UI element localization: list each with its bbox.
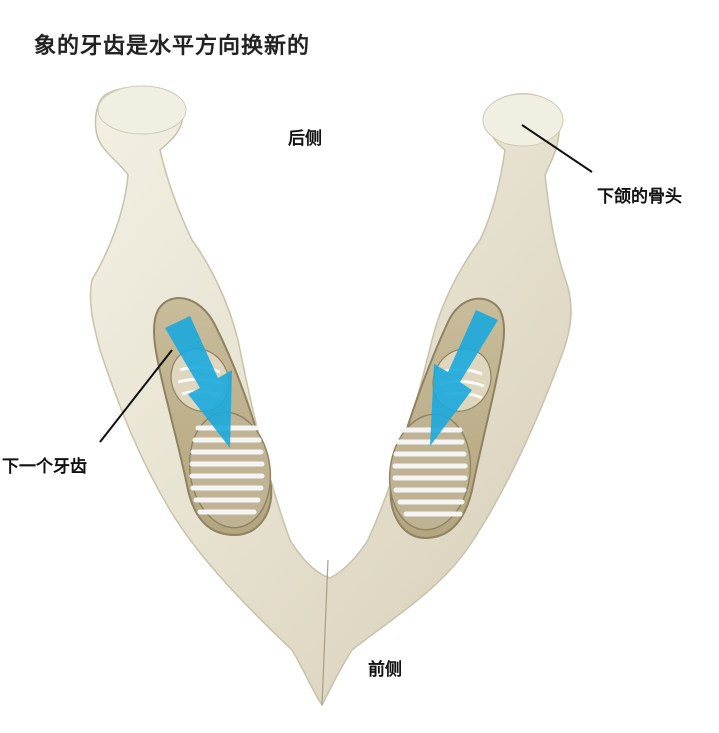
right-arrow-icon [430,310,498,446]
leader-line-jaw-bone [521,124,593,173]
label-jaw-bone: 下颌的骨头 [597,187,682,207]
symphysis-line [321,559,329,706]
page-title: 象的牙齿是水平方向换新的 [34,34,311,59]
left-tooth-group [153,297,273,537]
label-back-side: 后侧 [288,129,322,149]
jaw-bone [89,86,572,707]
label-next-tooth: 下一个牙齿 [2,457,87,477]
left-condyle [97,85,187,135]
leader-line-next-tooth [99,349,173,443]
label-front-side: 前侧 [368,660,402,680]
right-condyle [482,93,564,147]
left-current-tooth [188,411,272,529]
left-arrow-icon [165,316,232,448]
right-tooth-group [388,297,505,540]
